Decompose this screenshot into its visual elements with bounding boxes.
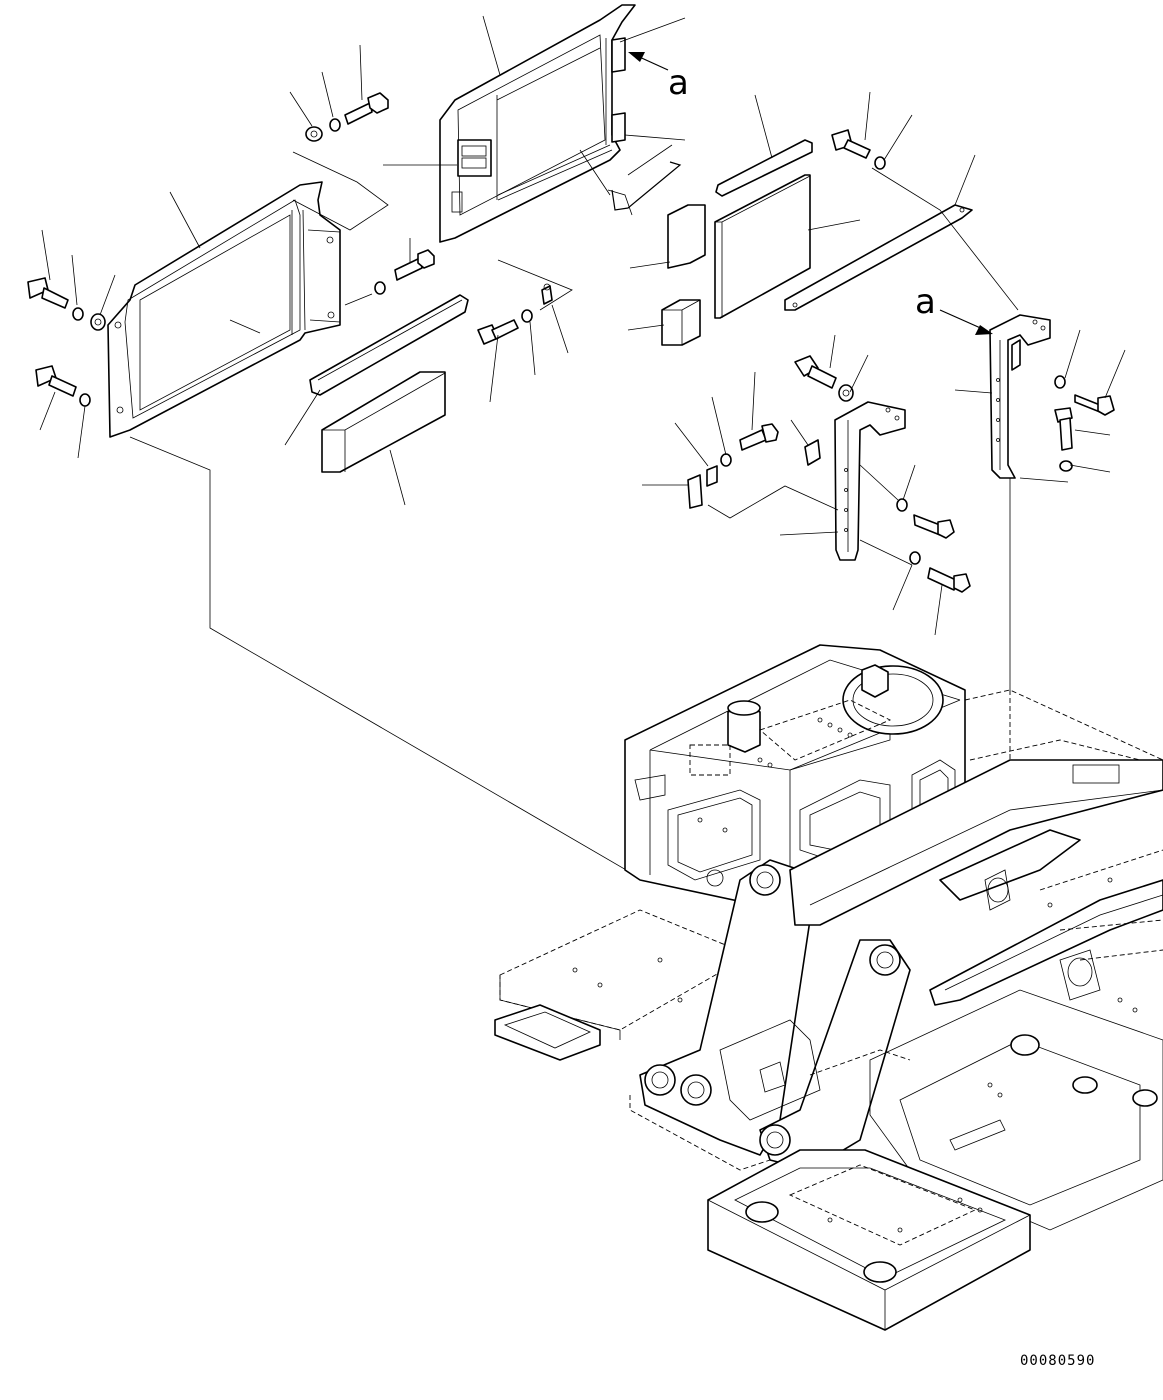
foam-block [321, 371, 446, 473]
bolt-icon [1074, 394, 1115, 416]
svg-text:a: a [668, 63, 689, 103]
door-latch [541, 283, 553, 305]
svg-text:a: a [915, 282, 936, 322]
bolt-icon [477, 319, 519, 345]
door-stay-rod [611, 161, 682, 211]
bolt-icon [794, 355, 837, 389]
left-cover-frame [107, 181, 341, 438]
view-arrow-a-right: a [915, 282, 993, 335]
top-door-panel [439, 4, 636, 243]
view-arrow-a-top: a [628, 52, 689, 103]
right-support-bracket [989, 314, 1051, 479]
large-insulation-pad [714, 174, 811, 319]
bolt-icon [913, 514, 955, 539]
bolt-icon [27, 277, 69, 309]
small-clip-plate [804, 439, 821, 466]
square-pad [661, 299, 701, 346]
center-support-bracket [834, 401, 906, 561]
small-corner-pad [667, 204, 706, 269]
bolt-icon [1054, 407, 1073, 451]
bolt-icon [739, 423, 779, 451]
bolt-icon [394, 249, 435, 281]
lower-seal-strip [309, 294, 469, 396]
drawing-number: 00080590 [1020, 1353, 1096, 1369]
long-stay-bracket [784, 204, 973, 311]
callout-leader-lines [39, 15, 1126, 879]
machine-revolving-frame [494, 644, 1163, 1331]
washer-icon [72, 118, 1073, 565]
bolt-icon [35, 365, 77, 397]
bolt-icon [831, 129, 871, 159]
bolt-icon [344, 92, 389, 125]
upper-seal-strip [715, 139, 813, 197]
bolt-icon [927, 567, 971, 593]
latch-clip [687, 465, 718, 509]
